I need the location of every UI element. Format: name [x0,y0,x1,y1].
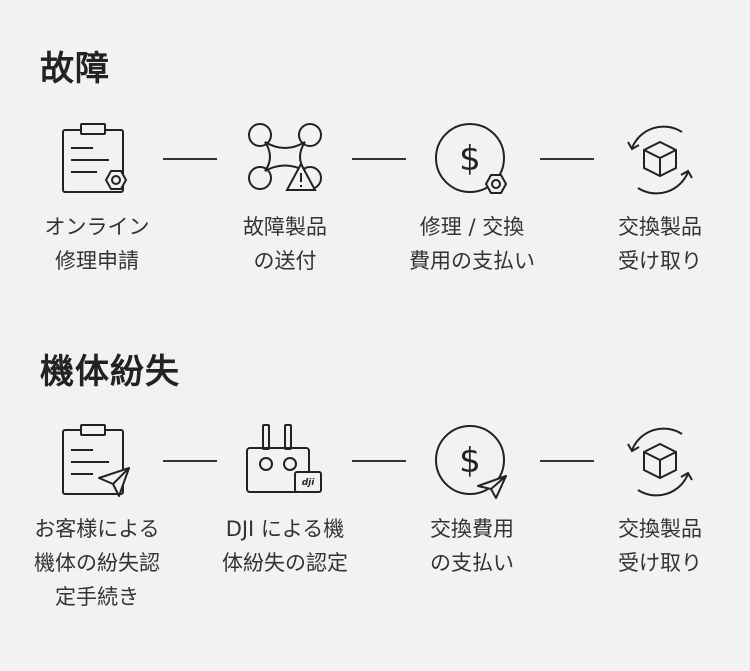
step-label: お客様による 機体の紛失認 定手続き [34,517,160,609]
section-title-lost-aircraft: 機体紛失 [40,352,180,392]
step-label: 交換製品 受け取り [618,517,702,575]
step-label: DJI による機 体紛失の認定 [222,517,348,575]
steps-lost-aircraft: dji $ お客様による [0,422,750,609]
step-label: 交換費用 の支払い [430,517,514,575]
steps-failure: $ オンライン 修理申請 故障製品 の送付 [0,120,750,273]
step-label: 交換製品 受け取り [618,215,702,273]
connector [163,158,217,160]
clipboard-bolt-icon [57,120,137,200]
dollar-send-icon: $ [432,422,512,502]
section-title-failure: 故障 [40,49,110,89]
svg-text:$: $ [459,441,481,481]
box-cycle-icon [620,422,700,502]
box-cycle-icon [620,120,700,200]
connector [163,460,217,462]
dji-logo-badge: dji [301,478,315,488]
connector [540,460,594,462]
step-label: 故障製品 の送付 [243,215,327,273]
svg-text:$: $ [459,139,481,179]
remote-controller-icon: dji [245,422,325,502]
drone-warning-icon [245,120,325,200]
step-label: 修理 / 交換 費用の支払い [409,215,535,273]
clipboard-send-icon [57,422,137,502]
connector [352,460,406,462]
connector [540,158,594,160]
step-label: オンライン 修理申請 [44,215,150,273]
connector [352,158,406,160]
dollar-bolt-icon: $ [432,120,512,200]
